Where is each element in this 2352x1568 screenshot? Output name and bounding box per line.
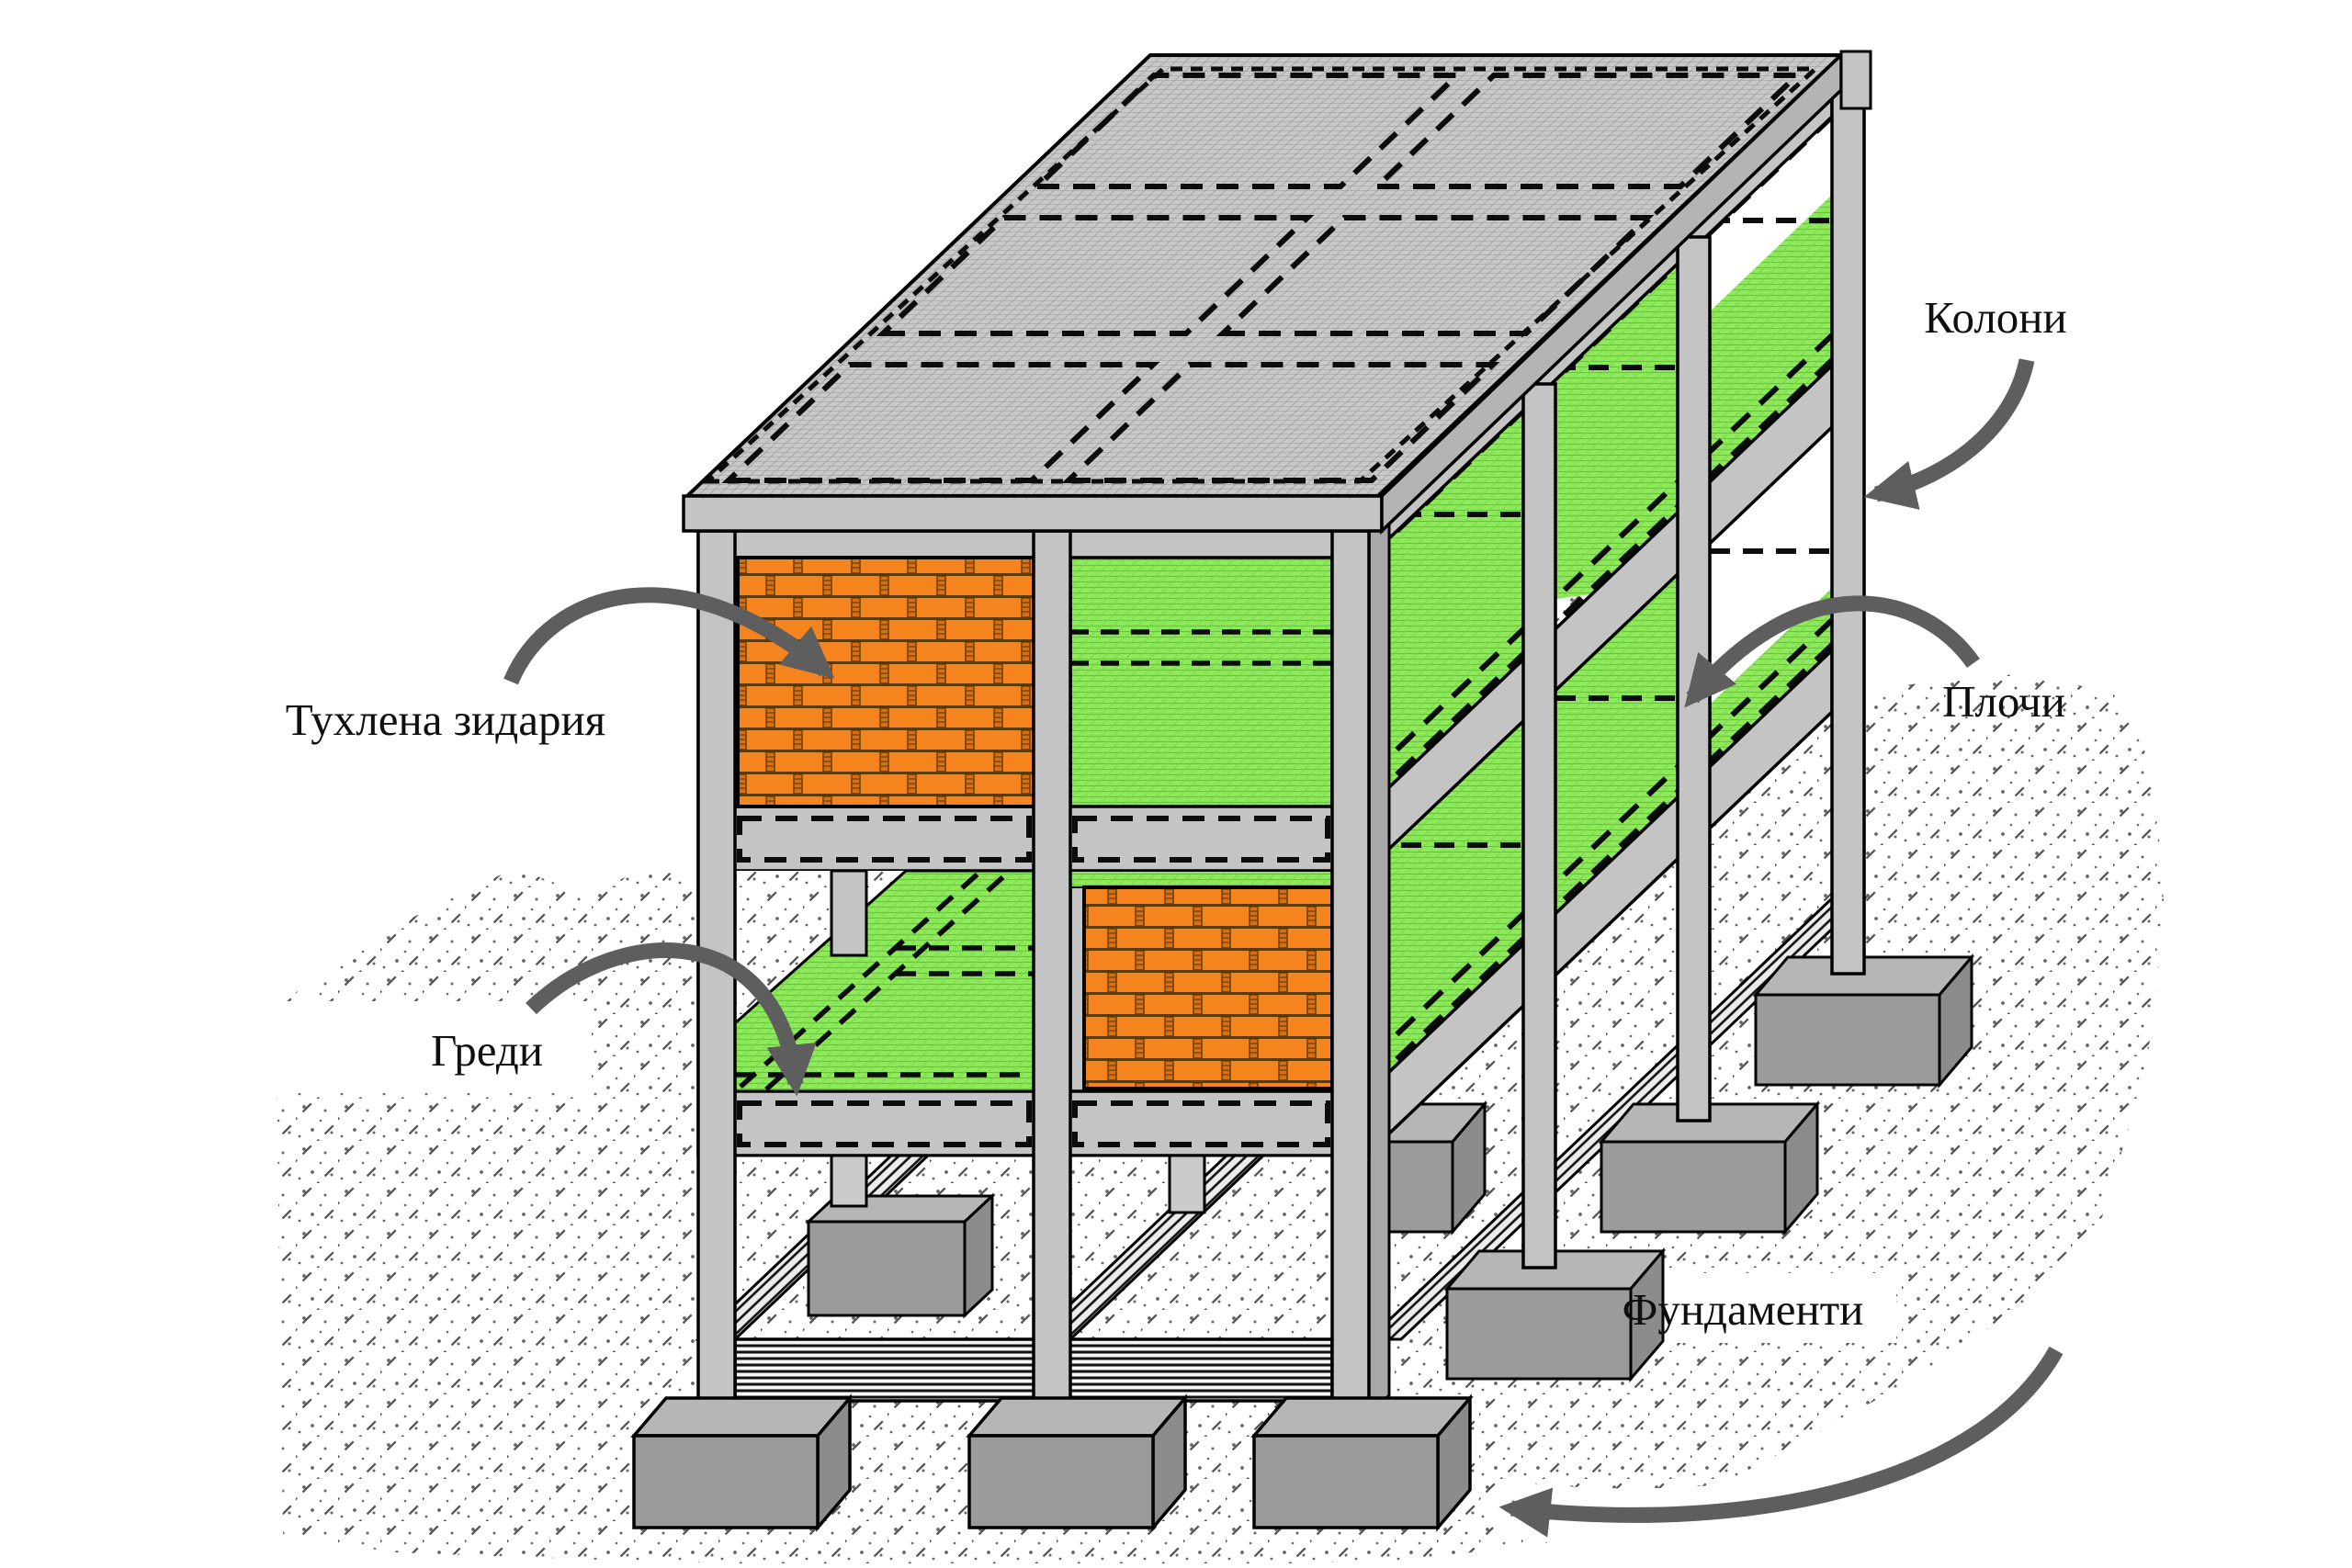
label-columns: Колони [1924, 292, 2067, 343]
foundation-block [1598, 1100, 1821, 1236]
foundation-block [1443, 1247, 1667, 1383]
label-slabs: Плочи [1942, 676, 2065, 727]
roof-fascia-front [682, 494, 1384, 533]
label-brick-masonry: Тухлена зидария [286, 694, 605, 745]
slabs-arrow-icon [1684, 595, 1980, 708]
column [1830, 88, 1866, 976]
ground-storey [695, 1154, 1334, 1403]
slab-hidden-dashes [1401, 218, 1832, 848]
roof-panel-dashes [721, 73, 1804, 483]
front-facade [695, 529, 1371, 1416]
foundations-front [630, 1393, 1474, 1532]
foundation-block [966, 1393, 1189, 1532]
foundation-block [630, 1393, 854, 1532]
columns-arrow-icon [1863, 358, 2035, 510]
foundations-arrow-icon [1498, 1346, 2064, 1538]
interior-column [830, 1154, 868, 1208]
annotations: Колони Тухлена зидария Плочи Греди Фунда… [286, 292, 2067, 1538]
brick-masonry-panel-upper [736, 556, 1035, 808]
beams-arrow-icon [526, 942, 817, 1097]
roof-fascia-end [1839, 50, 1872, 110]
column [1032, 529, 1072, 1416]
roof [682, 50, 1872, 536]
corner-column-side [1367, 508, 1391, 1418]
beam-hidden-edges [737, 816, 1330, 863]
foundation-block [1752, 953, 1975, 1089]
foundation-block [1250, 1393, 1474, 1532]
label-beams: Греди [431, 1025, 543, 1076]
label-foundations: Фундаменти [1623, 1284, 1864, 1335]
beam-hidden-edges [737, 1100, 1330, 1147]
brick-masonry-arrow-icon [503, 587, 835, 685]
foundation-block [805, 1192, 996, 1319]
interior-column [830, 869, 868, 957]
column [1330, 529, 1371, 1416]
rear-bay-void-lower [1710, 427, 1832, 705]
interior-column [1168, 1154, 1206, 1214]
column [1521, 382, 1557, 1269]
open-bay-slab-view [1069, 556, 1334, 808]
beams-label-clearing [265, 1001, 588, 1093]
open-bay-interior [733, 868, 1035, 1093]
brick-masonry-panel-lower [1069, 869, 1334, 1093]
